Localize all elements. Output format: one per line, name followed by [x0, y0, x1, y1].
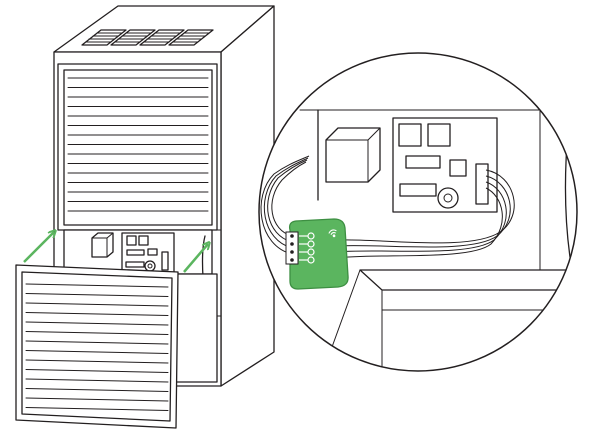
magnifier-circle — [259, 53, 580, 380]
wiring-module — [286, 219, 348, 289]
removed-lower-panel — [16, 265, 178, 428]
arrow-left — [24, 232, 54, 262]
upper-louvered-door — [58, 64, 217, 230]
